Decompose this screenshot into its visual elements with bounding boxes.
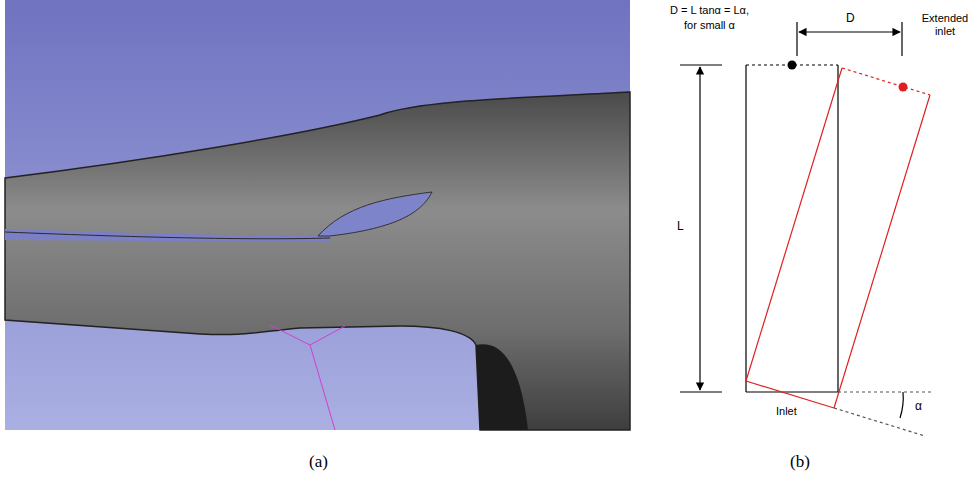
- angle-label: α: [915, 400, 922, 414]
- formula-note: for small α: [684, 19, 735, 32]
- vessel-render: [5, 0, 630, 430]
- part-label: Inlet: [776, 405, 797, 418]
- panel-label: (a): [309, 452, 328, 472]
- panel-label: (b): [790, 452, 810, 472]
- dimension-label: L: [677, 220, 684, 234]
- inlet-diagram: [680, 22, 932, 436]
- part-label: Extended inlet: [916, 12, 974, 37]
- formula-note: D = L tanα = Lα,: [670, 4, 749, 17]
- dimension-label: D: [846, 12, 855, 26]
